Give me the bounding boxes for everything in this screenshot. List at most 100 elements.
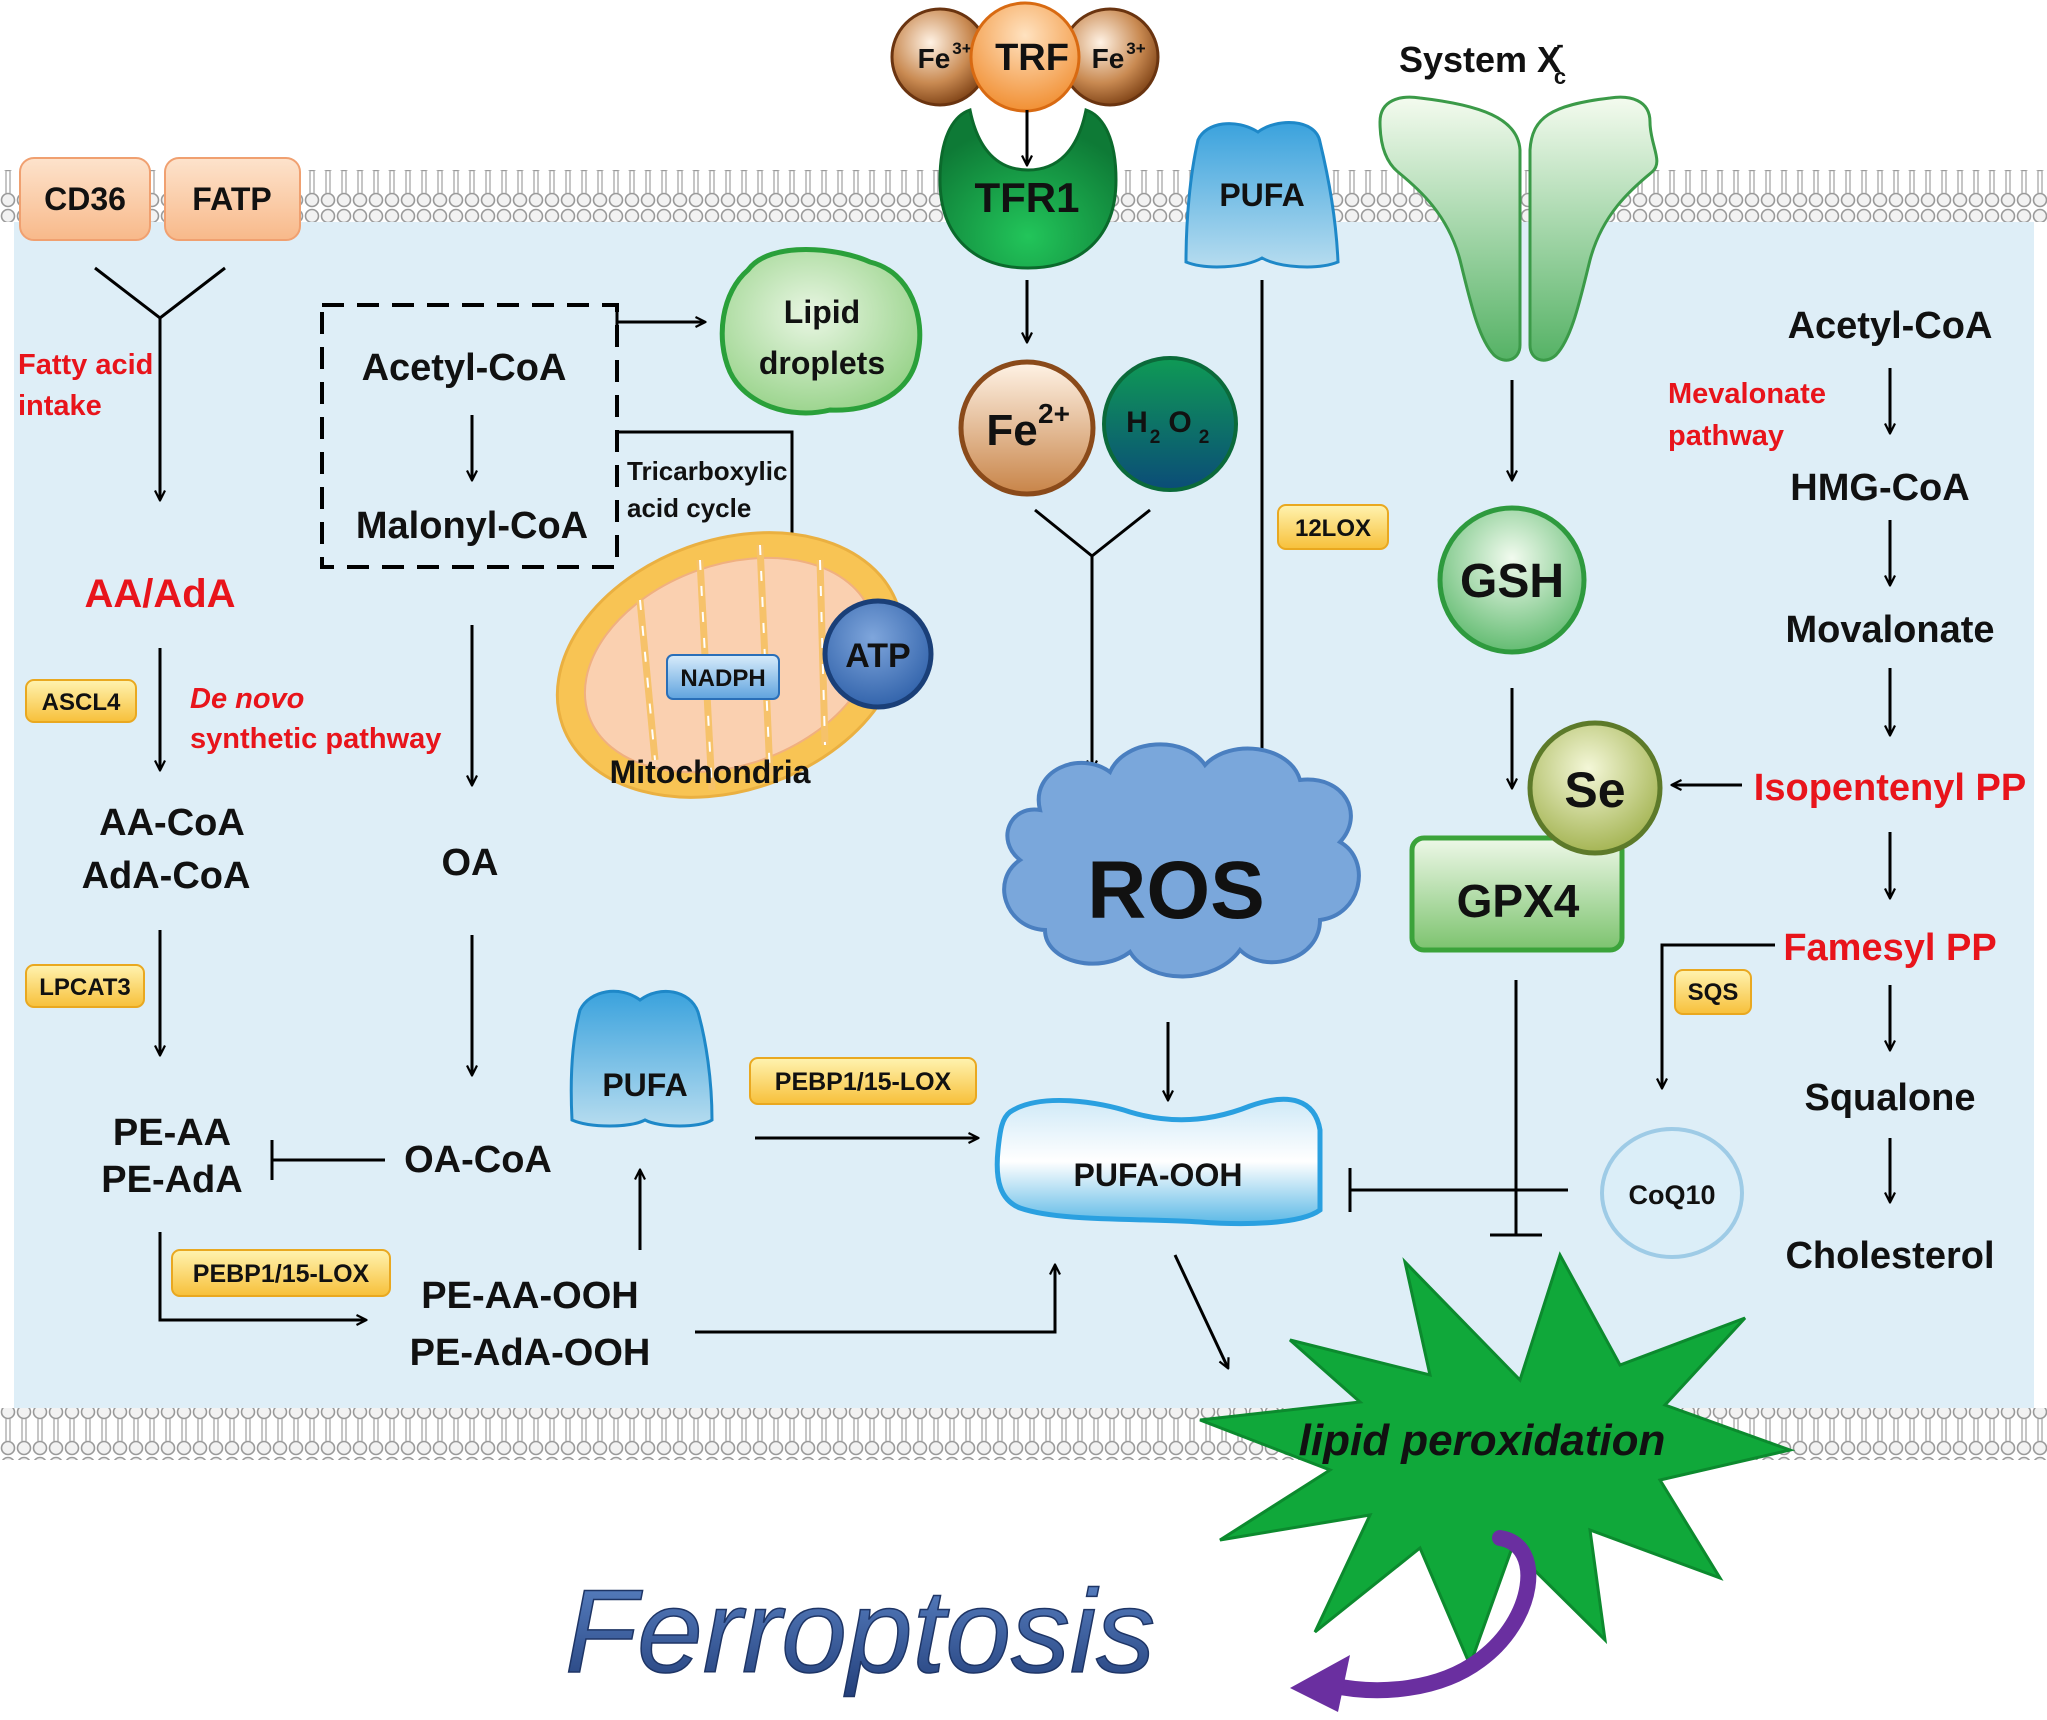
- fe3-right-label: Fe: [1092, 43, 1125, 74]
- sqs-enzyme: SQS: [1674, 969, 1752, 1015]
- mitochondria-label: Mitochondria: [610, 754, 811, 790]
- famesyl-to-coq10-arrow: [1662, 943, 1775, 1088]
- tfr1-label: TFR1: [975, 174, 1080, 221]
- nadph-badge: NADPH: [666, 654, 780, 700]
- aa-coa-label: AA-CoA: [99, 802, 245, 844]
- pebp1-center-label: PEBP1/15-LOX: [775, 1068, 952, 1096]
- gsh-circle: GSH: [1437, 505, 1587, 655]
- gpx4-box: GPX4: [1409, 835, 1625, 953]
- se-label: Se: [1564, 762, 1625, 818]
- cd36-label: CD36: [44, 181, 126, 217]
- ascl4-enzyme: ASCL4: [25, 679, 137, 723]
- fatty-acid-intake-arrow: [94, 266, 226, 500]
- pufa-cytosol-label: PUFA: [602, 1067, 687, 1103]
- se-circle: Se: [1527, 720, 1663, 856]
- 12lox-enzyme: 12LOX: [1277, 504, 1389, 550]
- fatp-transporter: FATP: [164, 157, 301, 241]
- pe-ada-ooh-label: PE-AdA-OOH: [410, 1332, 651, 1374]
- nadph-label: NADPH: [680, 665, 765, 692]
- lpcat3-enzyme: LPCAT3: [25, 964, 145, 1008]
- fe3-right-sup: 3+: [1126, 39, 1145, 58]
- gsh-label: GSH: [1460, 555, 1564, 608]
- tca-label-1: Tricarboxylic: [627, 456, 787, 486]
- pe-ada-label: PE-AdA: [101, 1159, 242, 1201]
- isopentenyl-pp-label: Isopentenyl PP: [1754, 767, 2026, 809]
- fe2-label: Fe: [986, 406, 1037, 455]
- ada-coa-label: AdA-CoA: [82, 855, 251, 897]
- movalonate-label: Movalonate: [1785, 609, 1994, 651]
- ferroptosis-title: Ferroptosis: [565, 1566, 1155, 1698]
- fe2-sup: 2+: [1038, 398, 1070, 429]
- fe3-left-label: Fe: [918, 43, 951, 74]
- pebp1-left-label: PEBP1/15-LOX: [193, 1260, 370, 1288]
- hmg-coa-label: HMG-CoA: [1790, 467, 1969, 509]
- trf-transferrin: TRF: [969, 1, 1081, 113]
- fenton-to-ros-arrow: [1034, 508, 1151, 770]
- malonyl-coa-label: Malonyl-CoA: [356, 505, 588, 547]
- ferroptosis-curved-arrowhead: [1290, 1655, 1350, 1712]
- lipid-droplets-label-1: Lipid: [784, 294, 860, 330]
- 12lox-label: 12LOX: [1295, 515, 1371, 542]
- pebp1-15lox-center: PEBP1/15-LOX: [749, 1057, 977, 1105]
- coq10-circle: CoQ10: [1600, 1127, 1744, 1259]
- system-xc-label: System X: [1399, 39, 1561, 80]
- fe3-left-sup: 3+: [952, 39, 971, 58]
- system-xc-transporter: System X c -: [1378, 32, 1659, 362]
- ros-label: ROS: [1087, 845, 1265, 936]
- cd36-transporter: CD36: [19, 157, 151, 241]
- ros-cloud: ROS: [1002, 742, 1361, 979]
- fe2-circle: Fe 2+: [958, 359, 1096, 497]
- pufa-ooh-label: PUFA-OOH: [1074, 1157, 1243, 1193]
- fatty-acid-intake-label-1: Fatty acid: [18, 349, 153, 381]
- fatp-label: FATP: [192, 181, 271, 217]
- lipid-peroxidation-burst: lipid peroxidation: [1199, 1251, 1796, 1670]
- sqs-label: SQS: [1688, 979, 1739, 1006]
- mevalonate-pathway-label-1: Mevalonate: [1668, 378, 1826, 410]
- pufa-membrane: PUFA: [1184, 121, 1340, 269]
- fatty-acid-synthesis-box: [320, 303, 619, 569]
- famesyl-pp-label: Famesyl PP: [1783, 927, 1996, 969]
- aa-ada-label: AA/AdA: [84, 572, 235, 616]
- oa-coa-label: OA-CoA: [404, 1139, 552, 1181]
- ferroptosis-curved-arrow: [1322, 1530, 1537, 1699]
- tfr1-receptor: TFR1: [938, 108, 1118, 270]
- lpcat3-label: LPCAT3: [39, 974, 131, 1001]
- coq10-label: CoQ10: [1628, 1180, 1715, 1210]
- pufa-membrane-label: PUFA: [1219, 177, 1304, 213]
- acetyl-coa-center-label: Acetyl-CoA: [362, 347, 567, 389]
- acetyl-coa-right-label: Acetyl-CoA: [1788, 305, 1993, 347]
- peooh-to-pufaooh-arrow: [695, 1265, 1055, 1334]
- trf-label: TRF: [995, 37, 1069, 79]
- tca-label-2: acid cycle: [627, 493, 751, 523]
- h2o2-sub-1: 2: [1150, 427, 1161, 448]
- pufa-ooh: PUFA-OOH: [994, 1096, 1323, 1227]
- pebp1-15lox-left: PEBP1/15-LOX: [171, 1249, 391, 1297]
- lipid-droplets-label-2: droplets: [759, 345, 885, 381]
- pe-aa-ooh-label: PE-AA-OOH: [421, 1275, 638, 1317]
- cholesterol-label: Cholesterol: [1785, 1235, 1994, 1277]
- system-xc-sup: -: [1556, 32, 1563, 57]
- h2o2-h: H: [1126, 406, 1148, 439]
- h2o2-sub-2: 2: [1199, 427, 1210, 448]
- mevalonate-pathway-label-2: pathway: [1668, 420, 1784, 452]
- atp-label: ATP: [845, 637, 910, 675]
- de-novo-label-1: De novo: [190, 683, 304, 715]
- oa-label: OA: [442, 842, 499, 884]
- pufaooh-to-peroxidation-arrow: [1173, 1254, 1228, 1368]
- atp-circle: ATP: [822, 598, 934, 710]
- ascl4-label: ASCL4: [42, 689, 121, 716]
- mitochondria: NADPH ATP Mitochondria: [555, 531, 934, 799]
- squalone-label: Squalone: [1804, 1077, 1975, 1119]
- lipid-droplets: Lipid droplets: [719, 247, 923, 416]
- h2o2-o: O: [1168, 406, 1191, 439]
- h2o2-circle: H 2 O 2: [1102, 356, 1238, 492]
- system-xc-sub: c: [1554, 64, 1566, 89]
- de-novo-label-2: synthetic pathway: [190, 723, 441, 755]
- gpx4-label: GPX4: [1457, 875, 1580, 927]
- pe-to-peooh-arrow: [158, 1232, 366, 1320]
- lipid-peroxidation-label: lipid peroxidation: [1299, 1416, 1666, 1465]
- fatty-acid-intake-label-2: intake: [18, 390, 102, 422]
- pe-aa-label: PE-AA: [113, 1112, 231, 1154]
